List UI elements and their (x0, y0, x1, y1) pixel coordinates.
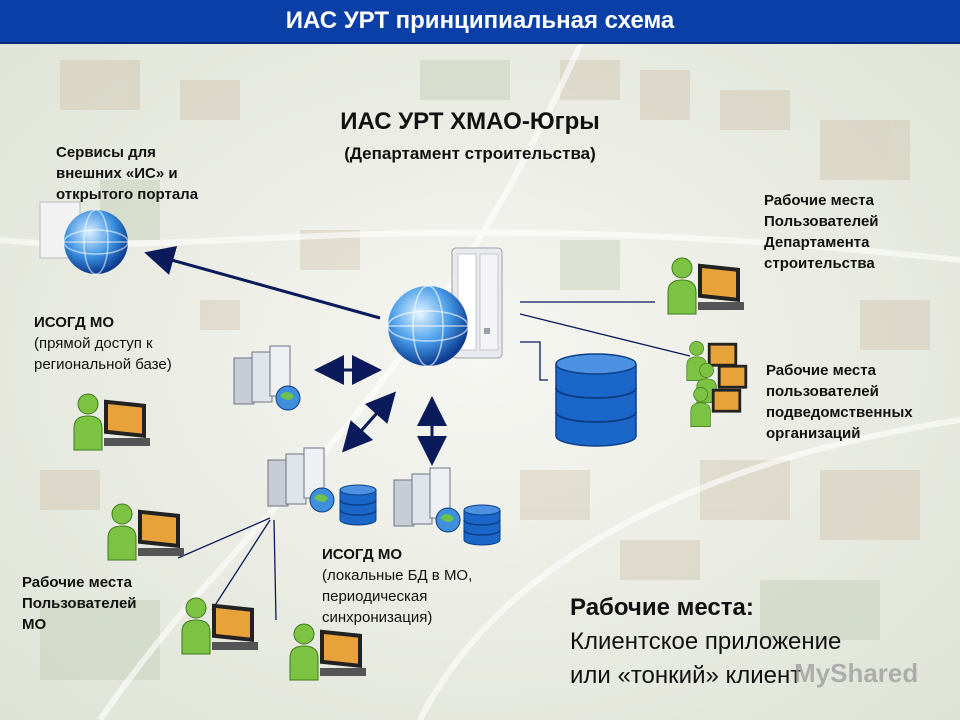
user-workstation-icon (686, 341, 748, 427)
mo-workplaces-line: Пользователей (22, 595, 137, 612)
database-icon (555, 353, 637, 447)
title-bar: ИАС УРТ принципиальная схема (0, 0, 960, 44)
isogd-local-label: ИСОГД МО (локальные БД в МО, периодическ… (322, 544, 472, 628)
arrow-isogd-local-1 (342, 391, 396, 453)
center-subtitle: (Департамент строительства) (344, 144, 596, 163)
user-workstation-icon (289, 623, 366, 681)
user-workstation-icon (107, 503, 184, 561)
database-icon (339, 484, 377, 526)
server-rack-icon (393, 467, 461, 533)
page-title: ИАС УРТ принципиальная схема (285, 7, 675, 34)
legend-heading: Рабочие места: (570, 594, 754, 621)
mo-workplaces-line: Рабочие места (22, 574, 132, 591)
services-label: Сервисы для внешних «ИС» и открытого пор… (56, 142, 198, 205)
dept-workplaces-line: Пользователей (764, 213, 879, 230)
sub-workplaces-line: пользователей (766, 383, 879, 400)
isogd-local-line: синхронизация) (322, 609, 433, 626)
isogd-local-line: периодическая (322, 588, 428, 605)
sub-workplaces-line: подведомственных (766, 404, 913, 421)
user-workstation-icon (73, 393, 150, 451)
legend-line-1: Клиентское приложение (570, 628, 842, 655)
isogd-direct-line: региональной базе) (34, 356, 172, 373)
isogd-local-title: ИСОГД МО (322, 546, 403, 563)
services-label-line: открытого портала (56, 186, 199, 203)
isogd-local-line: (локальные БД в МО, (322, 567, 473, 584)
isogd-direct-title: ИСОГД МО (34, 314, 115, 331)
user-workstation-icon (181, 597, 258, 655)
dept-workplaces-line: Рабочие места (764, 192, 874, 209)
isogd-direct-label: ИСОГД МО (прямой доступ к региональной б… (34, 312, 172, 375)
services-label-line: Сервисы для (56, 144, 156, 161)
line-mo-1 (177, 517, 271, 559)
arrow-to-services (144, 245, 381, 320)
dept-workplaces-line: Департамента (764, 234, 870, 251)
isogd-direct-line: (прямой доступ к (34, 335, 153, 352)
server-rack-icon (267, 447, 335, 513)
server-rack-icon (233, 345, 301, 411)
globe-icon (387, 285, 469, 367)
watermark: MyShared (794, 658, 919, 688)
line-mo-2 (211, 519, 271, 611)
center-title: ИАС УРТ ХМАО-Югры (340, 108, 600, 135)
line-sub-workplaces (519, 313, 691, 357)
mo-workplaces-label: Рабочие места Пользователей МО (22, 572, 137, 635)
line-mo-3 (273, 519, 277, 621)
line-database (520, 341, 548, 381)
legend-line-2: или «тонкий» клиент (570, 662, 802, 689)
sub-workplaces-line: Рабочие места (766, 362, 876, 379)
sub-workplaces-label: Рабочие места пользователей подведомстве… (766, 360, 913, 444)
mo-workplaces-line: МО (22, 616, 47, 633)
database-icon (463, 504, 501, 546)
services-label-line: внешних «ИС» и (56, 165, 178, 182)
dept-workplaces-line: строительства (764, 255, 875, 272)
dept-workplaces-label: Рабочие места Пользователей Департамента… (764, 190, 879, 274)
globe-icon (39, 201, 129, 275)
sub-workplaces-line: организаций (766, 425, 861, 442)
user-workstation-icon (667, 257, 744, 315)
